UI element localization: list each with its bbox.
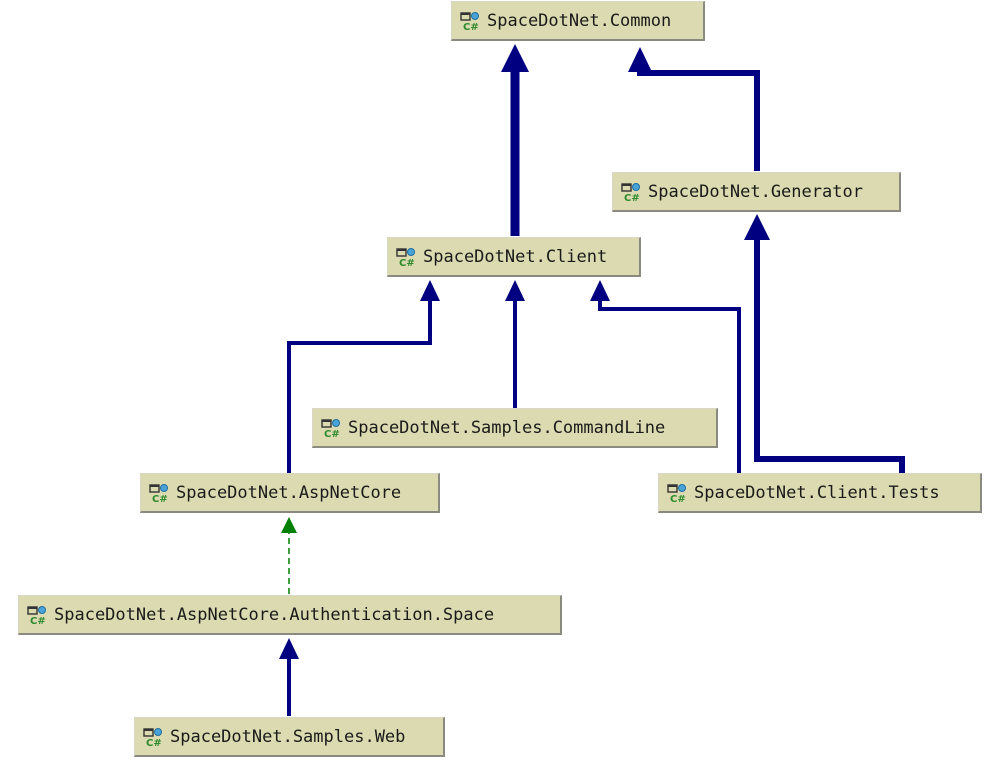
arrowhead-clienttests-to-client — [590, 280, 610, 301]
csharp-project-icon: C# — [667, 483, 686, 503]
edge-aspnetcore-to-client — [287, 300, 432, 473]
node-label: SpaceDotNet.Client.Tests — [694, 482, 940, 503]
node-label: SpaceDotNet.Samples.Web — [170, 726, 406, 747]
arrowhead-client-to-common — [501, 44, 529, 72]
svg-text:C#: C# — [146, 738, 162, 747]
arrowhead-clienttests-to-generator — [744, 214, 770, 240]
arrowhead-aspnetcore-to-client — [420, 280, 440, 301]
edge-clienttests-to-generator — [754, 238, 905, 473]
node-spacedotnet-aspnetcore[interactable]: C# SpaceDotNet.AspNetCore — [140, 473, 440, 513]
arrowhead-generator-to-common — [628, 47, 652, 72]
node-spacedotnet-client[interactable]: C# SpaceDotNet.Client — [387, 237, 641, 277]
node-spacedotnet-generator[interactable]: C# SpaceDotNet.Generator — [612, 172, 901, 212]
svg-text:C#: C# — [463, 22, 479, 31]
node-spacedotnet-client-tests[interactable]: C# SpaceDotNet.Client.Tests — [658, 473, 982, 513]
csharp-project-icon: C# — [143, 727, 162, 747]
edge-generator-to-common — [637, 68, 760, 171]
svg-text:C#: C# — [399, 258, 415, 267]
edge-clienttests-to-client — [598, 300, 741, 473]
arrowhead-web-to-auth — [279, 638, 299, 659]
node-label: SpaceDotNet.AspNetCore.Authentication.Sp… — [54, 604, 495, 625]
csharp-project-icon: C# — [460, 11, 479, 31]
arrowhead-auth-to-aspnetcore — [281, 517, 297, 533]
arrowhead-commandline-to-client — [505, 280, 525, 301]
node-spacedotnet-samples-web[interactable]: C# SpaceDotNet.Samples.Web — [134, 717, 445, 757]
csharp-project-icon: C# — [149, 483, 168, 503]
csharp-project-icon: C# — [621, 182, 640, 202]
node-label: SpaceDotNet.Samples.CommandLine — [348, 417, 666, 438]
svg-text:C#: C# — [624, 193, 640, 202]
svg-text:C#: C# — [670, 494, 686, 503]
csharp-project-icon: C# — [396, 247, 415, 267]
svg-text:C#: C# — [152, 494, 168, 503]
node-spacedotnet-aspnetcore-authentication-space[interactable]: C# SpaceDotNet.AspNetCore.Authentication… — [18, 595, 562, 635]
svg-text:C#: C# — [30, 616, 46, 625]
node-spacedotnet-samples-commandline[interactable]: C# SpaceDotNet.Samples.CommandLine — [312, 408, 718, 448]
node-label: SpaceDotNet.Client — [423, 246, 608, 267]
node-spacedotnet-common[interactable]: C# SpaceDotNet.Common — [451, 1, 705, 41]
node-label: SpaceDotNet.Common — [487, 10, 672, 31]
csharp-project-icon: C# — [321, 418, 340, 438]
csharp-project-icon: C# — [27, 605, 46, 625]
node-label: SpaceDotNet.AspNetCore — [176, 482, 402, 503]
node-label: SpaceDotNet.Generator — [648, 181, 863, 202]
svg-text:C#: C# — [324, 429, 340, 438]
